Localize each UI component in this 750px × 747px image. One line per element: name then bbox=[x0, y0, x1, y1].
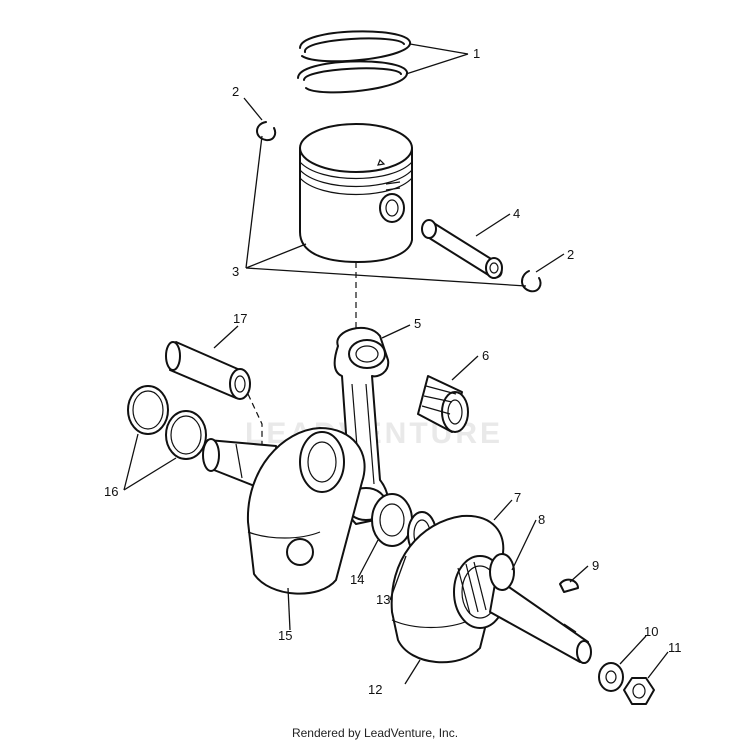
crankshaft-oil-seal bbox=[489, 553, 515, 591]
callout-5: 5 bbox=[414, 316, 421, 331]
callout-labels: 1 2 2 3 4 5 6 7 8 9 10 11 12 13 14 15 16… bbox=[104, 46, 682, 697]
main-bearing bbox=[371, 493, 413, 547]
woodruff-key bbox=[559, 578, 579, 593]
circlip-left bbox=[256, 121, 277, 142]
circlip-right bbox=[521, 270, 542, 293]
callout-2-left: 2 bbox=[232, 84, 239, 99]
piston bbox=[299, 123, 413, 263]
callout-15: 15 bbox=[278, 628, 292, 643]
seal-rings bbox=[127, 385, 207, 460]
callout-6: 6 bbox=[482, 348, 489, 363]
lock-washer bbox=[598, 662, 624, 692]
callout-8: 8 bbox=[538, 512, 545, 527]
callout-2-right: 2 bbox=[567, 247, 574, 262]
callout-10: 10 bbox=[644, 624, 658, 639]
callout-14: 14 bbox=[350, 572, 364, 587]
callout-16: 16 bbox=[104, 484, 118, 499]
callout-9: 9 bbox=[592, 558, 599, 573]
callout-1: 1 bbox=[473, 46, 480, 61]
crank-pin bbox=[165, 341, 251, 400]
leader-lines bbox=[123, 43, 669, 685]
callout-7: 7 bbox=[514, 490, 521, 505]
hex-nut bbox=[623, 677, 655, 705]
needle-bearing bbox=[417, 375, 469, 433]
callout-11: 11 bbox=[668, 640, 682, 655]
piston-pin bbox=[421, 219, 503, 279]
crankshaft-right-half bbox=[390, 514, 592, 664]
callout-12: 12 bbox=[368, 682, 382, 697]
callout-13: 13 bbox=[376, 592, 390, 607]
crankshaft-left-half bbox=[202, 427, 366, 595]
crank-pin-centerline bbox=[247, 393, 263, 448]
callout-3: 3 bbox=[232, 264, 239, 279]
footer-credit: Rendered by LeadVenture, Inc. bbox=[291, 726, 459, 740]
piston-rings bbox=[297, 30, 411, 94]
callout-4: 4 bbox=[513, 206, 520, 221]
callout-17: 17 bbox=[233, 311, 247, 326]
